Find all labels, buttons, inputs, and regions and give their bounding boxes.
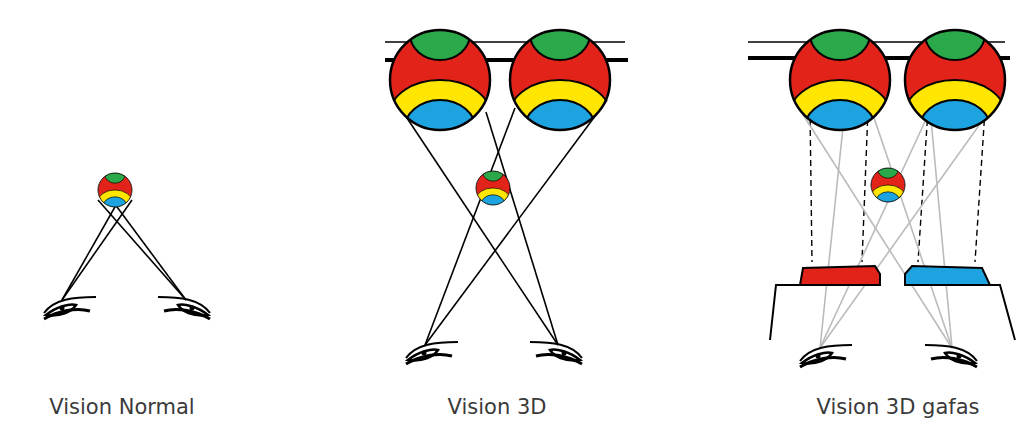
normal-vision — [44, 166, 210, 319]
panel-caption: Vision 3D gafas — [817, 395, 980, 419]
panel-caption: Vision 3D — [448, 395, 547, 419]
stereo-glasses — [748, 8, 1015, 367]
stereo-vision — [385, 8, 628, 364]
panel-caption: Vision Normal — [49, 395, 194, 419]
